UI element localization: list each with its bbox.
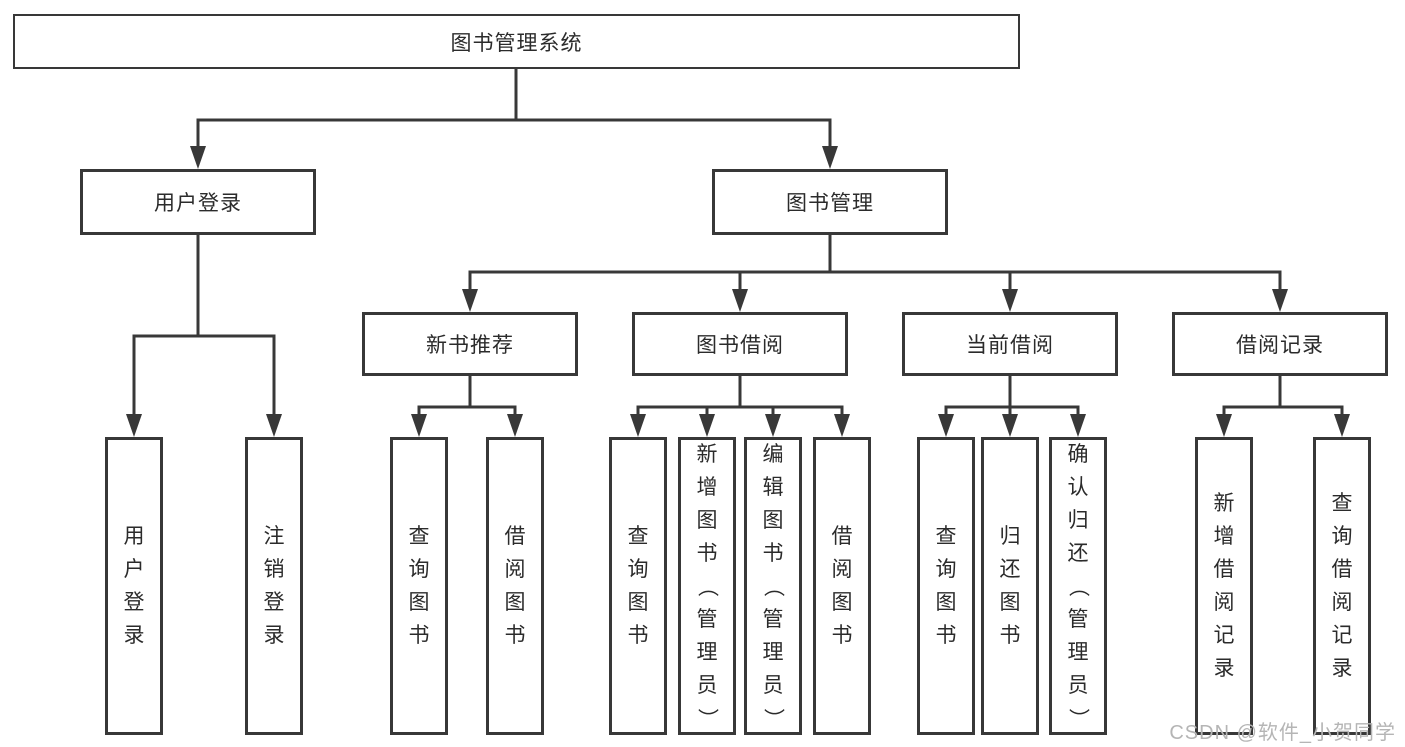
node-new-book-recommend: 新书推荐 <box>362 312 578 376</box>
node-user-login: 用户登录 <box>80 169 316 235</box>
node-label: 查询借阅记录 <box>1331 492 1353 680</box>
node-label: 注销登录 <box>263 525 285 647</box>
leaf-query-books-borrow: 查询图书 <box>609 437 667 735</box>
node-label: 新书推荐 <box>426 334 514 357</box>
tree-edges <box>132 68 1344 420</box>
leaf-add-borrow-record: 新增借阅记录 <box>1195 437 1253 735</box>
node-label: 查询图书 <box>935 525 957 647</box>
node-borrow-records: 借阅记录 <box>1172 312 1388 376</box>
node-label: 查询图书 <box>408 525 430 647</box>
node-label: 图书管理 <box>786 192 874 215</box>
node-book-borrow: 图书借阅 <box>632 312 848 376</box>
leaf-logout: 注销登录 <box>245 437 303 735</box>
node-label: 确认归还（管理员） <box>1066 442 1090 729</box>
leaf-user-login: 用户登录 <box>105 437 163 735</box>
node-label: 用户登录 <box>154 192 242 215</box>
node-library-management-system: 图书管理系统 <box>13 14 1020 69</box>
node-book-management: 图书管理 <box>712 169 948 235</box>
node-label: 当前借阅 <box>966 334 1054 357</box>
leaf-edit-book-admin: 编辑图书（管理员） <box>744 437 802 735</box>
leaf-query-borrow-record: 查询借阅记录 <box>1313 437 1371 735</box>
node-current-borrow: 当前借阅 <box>902 312 1118 376</box>
node-label: 新增图书（管理员） <box>695 442 719 729</box>
csdn-watermark: CSDN @软件_小贺同学 <box>1169 722 1396 744</box>
node-label: 归还图书 <box>999 525 1021 647</box>
leaf-query-books-recommend: 查询图书 <box>390 437 448 735</box>
node-label: 新增借阅记录 <box>1213 492 1235 680</box>
node-label: 图书管理系统 <box>450 31 583 55</box>
arrowheads <box>126 146 1350 437</box>
leaf-query-books-current: 查询图书 <box>917 437 975 735</box>
node-label: 查询图书 <box>627 525 649 647</box>
leaf-return-book: 归还图书 <box>981 437 1039 735</box>
node-label: 借阅图书 <box>504 525 526 647</box>
leaf-confirm-return-admin: 确认归还（管理员） <box>1049 437 1107 735</box>
leaf-borrow-books-recommend: 借阅图书 <box>486 437 544 735</box>
node-label: 编辑图书（管理员） <box>761 442 785 729</box>
node-label: 图书借阅 <box>696 334 784 357</box>
node-label: 用户登录 <box>123 525 145 647</box>
node-label: 借阅记录 <box>1236 334 1324 357</box>
leaf-add-book-admin: 新增图书（管理员） <box>678 437 736 735</box>
leaf-borrow-books: 借阅图书 <box>813 437 871 735</box>
node-label: 借阅图书 <box>831 525 853 647</box>
